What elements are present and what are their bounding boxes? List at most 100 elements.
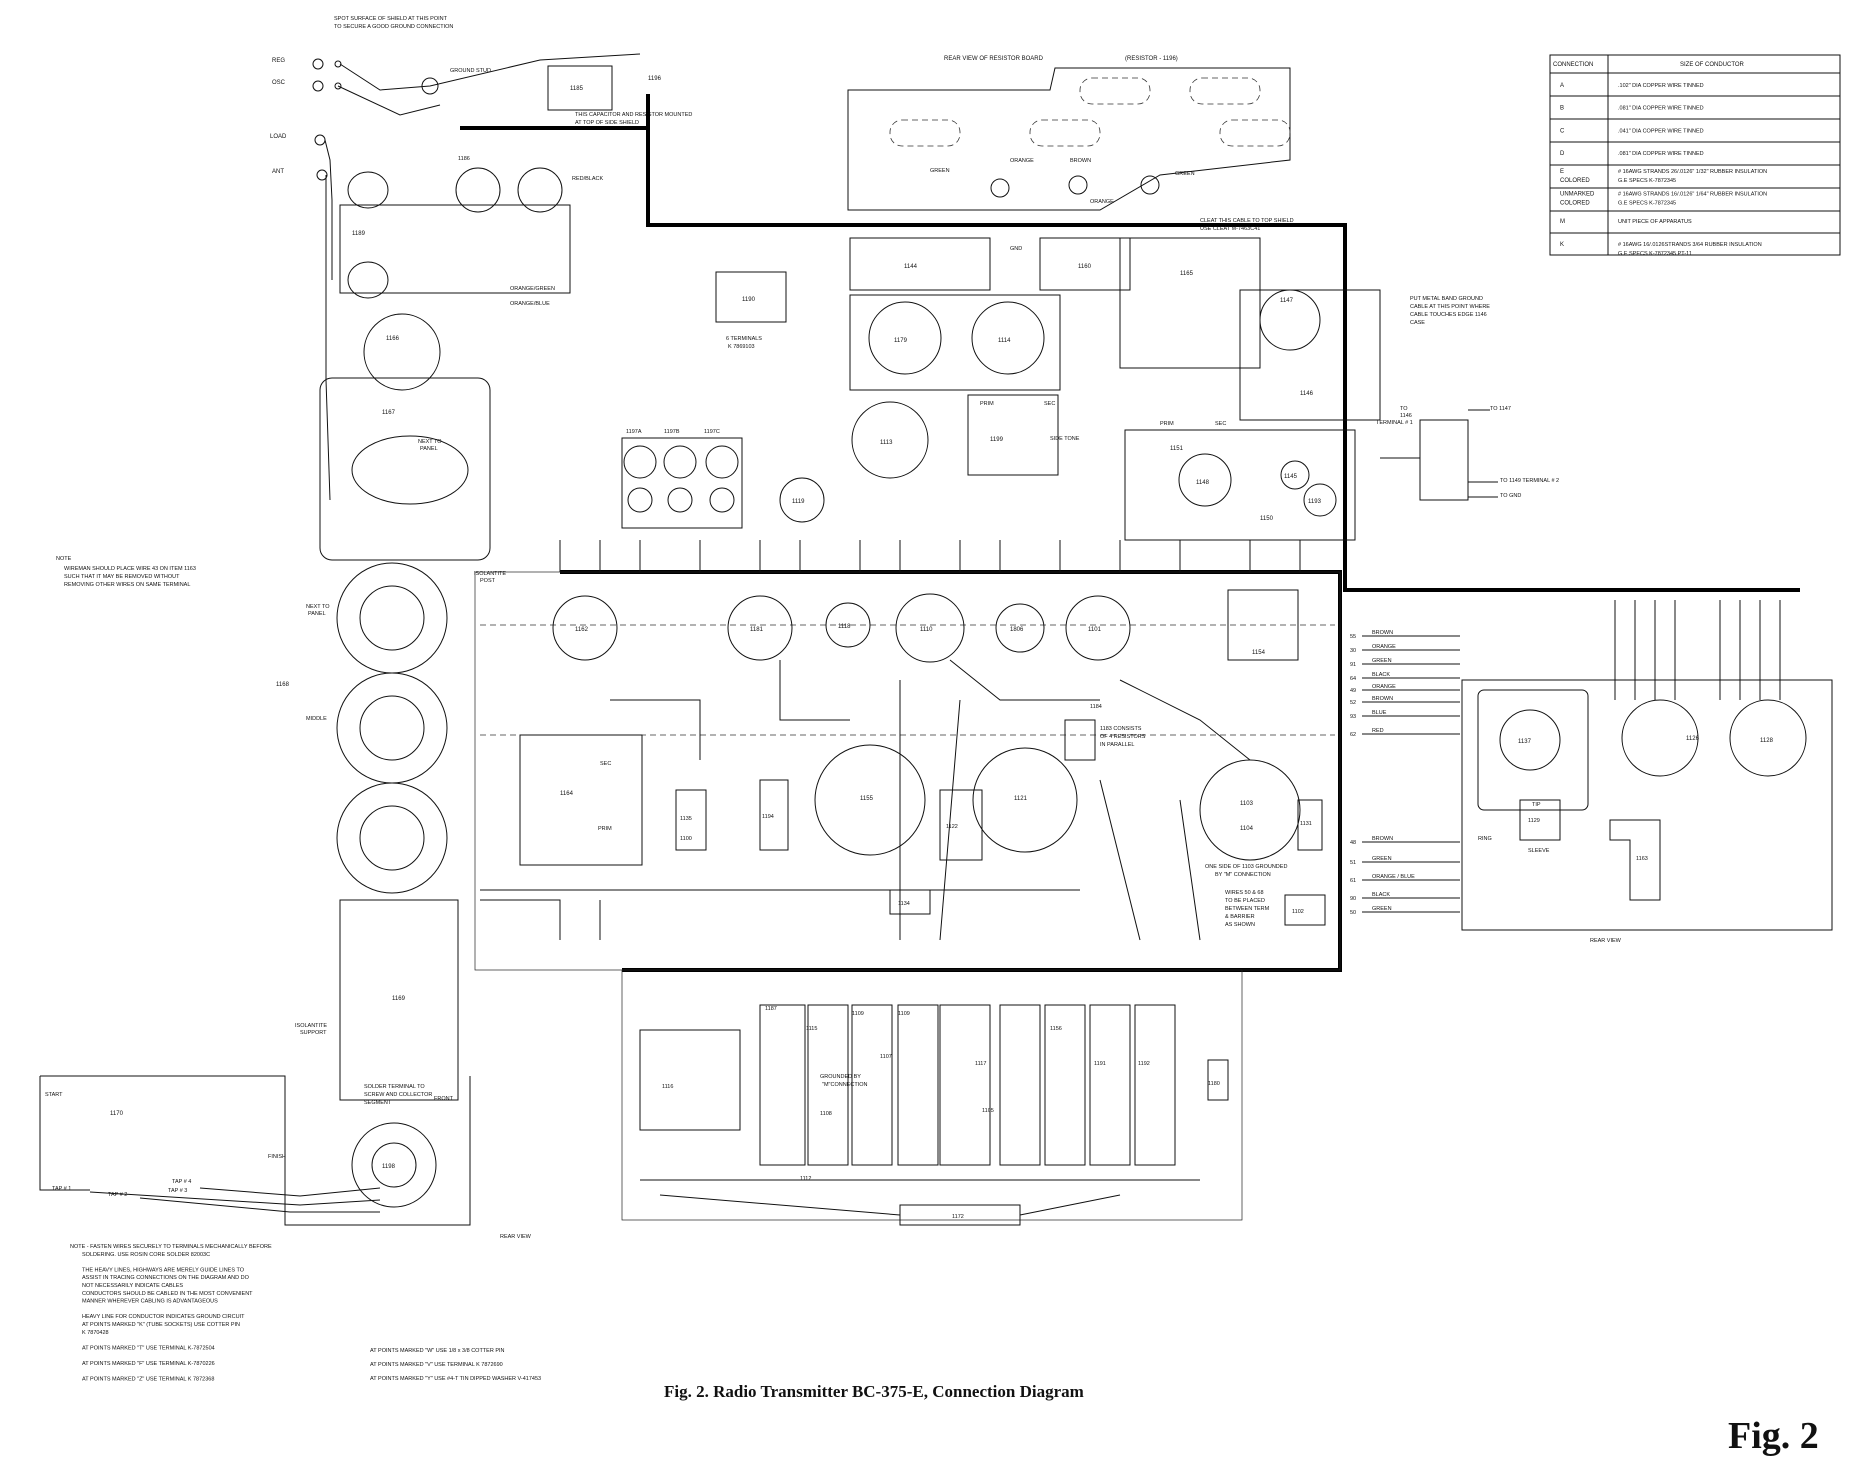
wire-red-black-1: RED/BLACK (572, 176, 604, 182)
table-header-size: SIZE OF CONDUCTOR (1680, 62, 1745, 68)
component-1164: 1164 (560, 791, 574, 797)
ground-highways (460, 94, 1800, 972)
component-1194: 1194 (762, 814, 774, 820)
component-1102: 1102 (1292, 909, 1304, 915)
right-wire-number: 30 (1350, 648, 1356, 654)
component-1147: 1147 (1280, 298, 1294, 304)
isolantite-post-2: POST (480, 578, 496, 584)
component-1197c: 1197C (704, 429, 720, 435)
rear-view-resistor-board-label: REAR VIEW OF RESISTOR BOARD (944, 56, 1044, 62)
right-wire-number: 48 (1350, 840, 1356, 846)
component-1155: 1155 (860, 796, 874, 802)
right-wire-number: 64 (1350, 676, 1356, 682)
table-row-size2: G.E SPECS K-7872345 (1618, 178, 1676, 184)
component-1105-bottom: 1105 (982, 1108, 994, 1114)
component-1131: 1131 (1300, 821, 1312, 827)
component-1168: 1168 (276, 682, 290, 688)
table-row-conn: UNMARKED (1560, 192, 1595, 198)
component-1160: 1160 (1078, 264, 1092, 270)
right-wire-number: 55 (1350, 634, 1356, 640)
tap4-label: TAP # 4 (172, 1179, 191, 1185)
component-1129: 1129 (1528, 818, 1540, 824)
component-1180: 1180 (1208, 1081, 1220, 1087)
table-row-size: # 16AWG STRANDS 26/.0126" 1/32" RUBBER I… (1618, 169, 1767, 175)
ground-band-note-3: CABLE TOUCHES EDGE 1146 (1410, 312, 1487, 318)
component-1163: 1163 (1636, 856, 1648, 862)
component-1104: 1104 (1240, 826, 1254, 832)
osc-label: OSC (272, 80, 286, 86)
component-1170: 1170 (110, 1111, 124, 1117)
to-1147: TO 1147 (1490, 406, 1511, 412)
antenna-section: REG OSC LOAD ANT SPOT SURFACE OF SHIELD … (270, 16, 692, 561)
table-row-size2: G.E SPECS K-7872345 (1618, 201, 1676, 207)
component-1109-top: 1109 (852, 1011, 864, 1017)
component-1134: 1134 (898, 901, 910, 907)
component-1137: 1137 (1518, 739, 1532, 745)
load-label: LOAD (270, 134, 287, 140)
component-1148: 1148 (1196, 480, 1210, 486)
right-wire-number: 90 (1350, 896, 1356, 902)
left-coil-stack: NOTE WIREMAN SHOULD PLACE WIRE 43 ON ITE… (39, 556, 532, 1240)
component-1109b-top: 1109 (898, 1011, 910, 1017)
component-1186: 1186 (458, 156, 470, 162)
consists-note-2: OF 4 RESISTORS (1100, 734, 1146, 740)
right-wire-color: RED (1372, 728, 1384, 734)
component-1185: 1185 (570, 86, 584, 92)
ground-stud-label: GROUND STUD (450, 68, 491, 74)
component-1112: 1112 (800, 1176, 811, 1182)
resistor-board: REAR VIEW OF RESISTOR BOARD (RESISTOR - … (847, 56, 1294, 232)
solder-note-2: SCREW AND COLLECTOR (364, 1092, 432, 1098)
component-1150: 1150 (1260, 516, 1274, 522)
component-1806: 1806 (1010, 627, 1024, 633)
bottom-note-right-line: AT POINTS MARKED "Y" USE #4-T TIN DIPPED… (370, 1376, 541, 1382)
reg-label: REG (272, 58, 285, 64)
consists-note-1: 1183 CONSISTS (1100, 726, 1142, 732)
wire-orange-rb2: ORANGE (1090, 199, 1114, 205)
capacitor-note-2: AT TOP OF SIDE SHIELD (575, 120, 639, 126)
bottom-note-line: AT POINTS MARKED "Z" USE TERMINAL K 7872… (82, 1377, 214, 1383)
ground-band-note-2: CABLE AT THIS POINT WHERE (1410, 304, 1490, 310)
wire-green-rb: GREEN (930, 168, 950, 174)
right-rear-view: 55BROWN30ORANGE91GREEN64BLACK49ORANGE52B… (1350, 600, 1833, 944)
main-chassis: 1162 1181 1118 1110 1806 1101 1154 1164 … (474, 540, 1341, 971)
component-1121: 1121 (1014, 796, 1028, 802)
one-side-note-1: ONE SIDE OF 1103 GROUNDED (1205, 864, 1287, 870)
component-1113: 1113 (880, 440, 893, 446)
table-row-conn: D (1560, 151, 1565, 157)
cleat-note-2: USE CLEAT M-7463C41 (1200, 226, 1260, 232)
right-wire-number: 51 (1350, 860, 1356, 866)
wire-orange-blue: ORANGE/BLUE (510, 301, 550, 307)
component-1156: 1156 (1050, 1026, 1062, 1032)
right-wire-color: ORANGE / BLUE (1372, 874, 1415, 880)
table-row-size: .081" DIA COPPER WIRE TINNED (1618, 106, 1704, 112)
right-wire-color: BROWN (1372, 696, 1393, 702)
table-row-conn2: COLORED (1560, 201, 1590, 207)
bottom-note-right-line: AT POINTS MARKED "W" USE 1/8 x 3/8 COTTE… (370, 1348, 505, 1354)
wires-note-4: & BARRIER (1225, 914, 1255, 920)
resistor-1196-label: (RESISTOR - 1196) (1125, 56, 1178, 62)
component-1135: 1135 (680, 816, 692, 822)
isolantite-post-1: ISOLANTITE (474, 571, 506, 577)
wires-note-5: AS SHOWN (1225, 922, 1255, 928)
tap1-label: TAP # 1 (52, 1186, 71, 1192)
table-header-connection: CONNECTION (1553, 62, 1593, 68)
right-wire-number: 93 (1350, 714, 1356, 720)
wires-note-1: WIRES 50 & 68 (1225, 890, 1264, 896)
bottom-note-line: THE HEAVY LINES, HIGHWAYS ARE MERELY GUI… (82, 1267, 245, 1273)
cleat-note: CLEAT THIS CABLE TO TOP SHIELD (1200, 218, 1294, 224)
right-wire-number: 52 (1350, 700, 1356, 706)
component-1198: 1198 (382, 1164, 396, 1170)
right-wire-color: GREEN (1372, 906, 1392, 912)
wire-brown-rb: BROWN (1070, 158, 1091, 164)
table-row-conn: C (1560, 128, 1565, 134)
component-1128: 1128 (1760, 738, 1774, 744)
table-row-size: # 16AWG STRANDS 16/.0126" 1/64" RUBBER I… (1618, 192, 1767, 198)
gnd-label-top: GND (1010, 246, 1022, 252)
next-to-panel-1b: PANEL (420, 446, 438, 452)
bottom-note-line: ASSIST IN TRACING CONNECTIONS ON THE DIA… (82, 1275, 250, 1281)
right-wire-number: 61 (1350, 878, 1356, 884)
right-wire-color: GREEN (1372, 658, 1392, 664)
right-wire-number: 49 (1350, 688, 1356, 694)
component-1166: 1166 (386, 336, 400, 342)
